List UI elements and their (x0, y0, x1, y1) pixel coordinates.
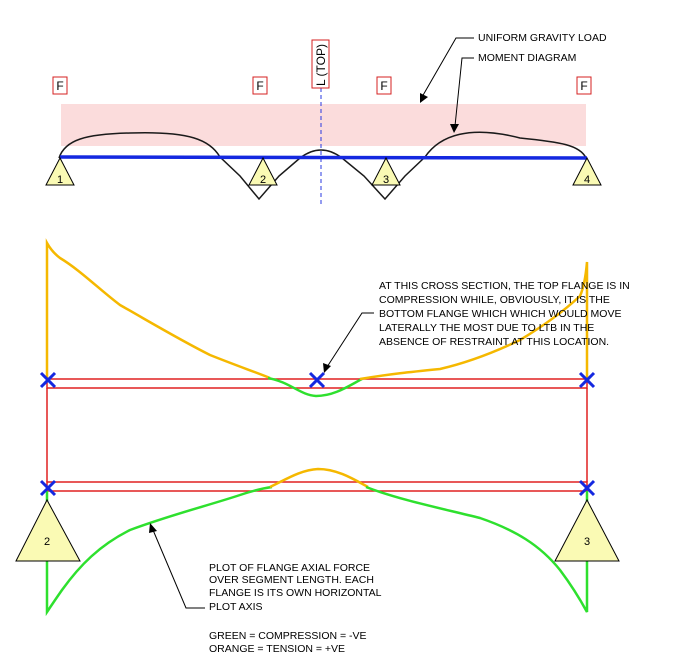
svg-text:COMPRESSION WHILE, OBVIOUSLY,: COMPRESSION WHILE, OBVIOUSLY, IT IS THE (379, 294, 610, 306)
beam-line (59, 155, 588, 160)
plot-note: PLOT OF FLANGE AXIAL FORCE OVER SEGMENT … (209, 562, 382, 613)
fixity-marker-4: F (576, 76, 592, 95)
plot-note-leader (149, 523, 205, 609)
svg-text:FLANGE IS ITS OWN HORIZONTAL: FLANGE IS ITS OWN HORIZONTAL (209, 587, 382, 599)
svg-text:F: F (580, 79, 587, 93)
svg-text:3: 3 (584, 536, 590, 548)
restraint-marker-top-mid (308, 371, 326, 389)
bottom-flange (46, 481, 588, 492)
svg-text:PLOT OF FLANGE AXIAL FORCE: PLOT OF FLANGE AXIAL FORCE (209, 562, 370, 574)
svg-text:L (TOP): L (TOP) (314, 44, 328, 86)
support-2: 2 (248, 156, 278, 186)
moment-callout-text: MOMENT DIAGRAM (478, 52, 576, 64)
moment-diagram (58, 131, 587, 201)
support-3: 3 (371, 156, 401, 186)
bottom-flange-compression-curve (45, 485, 273, 617)
svg-text:LATERALLY THE MOST DUE TO LTB: LATERALLY THE MOST DUE TO LTB IN THE (379, 322, 594, 334)
centerline-label: L (TOP) (311, 39, 330, 89)
fixity-marker-2: F (252, 76, 268, 95)
svg-text:AT THIS CROSS SECTION, THE TOP: AT THIS CROSS SECTION, THE TOP FLANGE IS… (379, 280, 630, 292)
support-1: 1 (45, 156, 75, 186)
restraint-marker-bottom-right (578, 479, 596, 497)
bottom-flange-compression-curve-right (365, 485, 589, 613)
top-flange-compression-curve (267, 376, 363, 398)
legend: GREEN = COMPRESSION = -VE ORANGE = TENSI… (209, 630, 367, 655)
section-note: AT THIS CROSS SECTION, THE TOP FLANGE IS… (379, 280, 630, 348)
svg-text:F: F (56, 79, 63, 93)
svg-text:F: F (380, 79, 387, 93)
restraint-marker-bottom-left (39, 479, 57, 497)
load-callout-leader (420, 37, 474, 103)
restraint-marker-top-left (39, 371, 57, 389)
moment-callout-leader (450, 57, 474, 133)
fixity-marker-3: F (376, 76, 392, 95)
support-4: 4 (572, 156, 602, 186)
svg-text:2: 2 (260, 174, 266, 186)
svg-text:3: 3 (383, 174, 389, 186)
support-bottom-3: 3 (554, 498, 620, 562)
svg-text:1: 1 (57, 174, 63, 186)
fixity-marker-1: F (52, 76, 68, 95)
svg-text:PLOT AXIS: PLOT AXIS (209, 601, 263, 613)
legend-green: GREEN = COMPRESSION = -VE (209, 630, 367, 642)
legend-orange: ORANGE = TENSION = +VE (209, 643, 345, 655)
bottom-flange-tension-curve (269, 467, 369, 489)
uniform-load-band (61, 104, 586, 146)
svg-text:ABSENCE OF RESTRAINT AT THIS L: ABSENCE OF RESTRAINT AT THIS LOCATION. (379, 336, 609, 348)
support-bottom-2: 2 (15, 498, 81, 562)
top-flange-tension-curve-right (359, 261, 589, 381)
svg-text:F: F (256, 79, 263, 93)
svg-text:BOTTOM FLANGE WHICH WHICH WOUL: BOTTOM FLANGE WHICH WHICH WOULD MOVE (379, 308, 621, 320)
restraint-marker-top-right (578, 371, 596, 389)
load-callout-text: UNIFORM GRAVITY LOAD (478, 32, 607, 44)
top-flange-tension-curve (45, 238, 271, 380)
section-note-leader (323, 312, 374, 373)
svg-text:2: 2 (44, 536, 50, 548)
svg-text:OVER SEGMENT LENGTH. EACH: OVER SEGMENT LENGTH. EACH (209, 574, 374, 586)
svg-text:4: 4 (584, 174, 590, 186)
